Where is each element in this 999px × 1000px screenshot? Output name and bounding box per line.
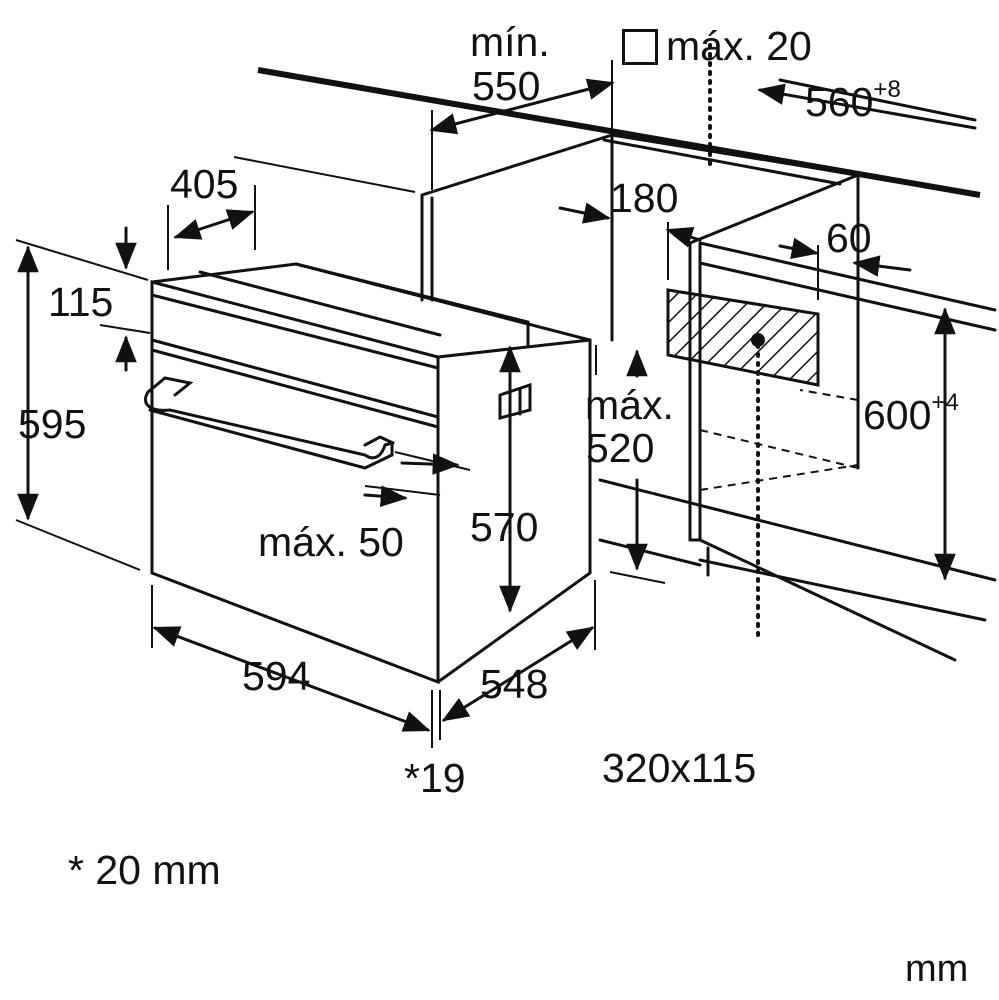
unit-label: mm bbox=[905, 948, 969, 990]
label-max-20-group: máx. 20 bbox=[622, 26, 812, 67]
label-600: 600+4 bbox=[863, 391, 959, 438]
label-405: 405 bbox=[170, 161, 239, 207]
oven bbox=[144, 262, 592, 685]
label-max-520-value: 520 bbox=[586, 425, 655, 471]
label-550: 550 bbox=[472, 63, 541, 109]
label-600-value: 600 bbox=[863, 392, 932, 438]
label-560: 560+8 bbox=[805, 78, 901, 125]
label-548: 548 bbox=[480, 661, 549, 707]
label-180: 180 bbox=[610, 175, 679, 221]
footnote: * 20 mm bbox=[68, 847, 221, 893]
label-560-tolerance: +8 bbox=[873, 76, 901, 103]
label-115: 115 bbox=[48, 279, 114, 325]
dimension-lines bbox=[15, 60, 977, 748]
label-max-520-top: máx. bbox=[585, 382, 674, 428]
label-320x115: 320x115 bbox=[602, 745, 757, 791]
ventilation-opening bbox=[666, 288, 820, 387]
label-max-50: máx. 50 bbox=[258, 519, 404, 565]
label-570: 570 bbox=[470, 504, 539, 550]
label-60: 60 bbox=[826, 215, 872, 261]
label-595: 595 bbox=[18, 401, 87, 447]
label-max-20: máx. 20 bbox=[666, 23, 812, 69]
square-icon bbox=[622, 28, 658, 65]
label-560-value: 560 bbox=[805, 79, 874, 125]
label-min: mín. bbox=[470, 19, 550, 65]
label-600-tolerance: +4 bbox=[931, 389, 959, 416]
label-note-19: *19 bbox=[404, 755, 466, 801]
label-594: 594 bbox=[242, 653, 311, 699]
